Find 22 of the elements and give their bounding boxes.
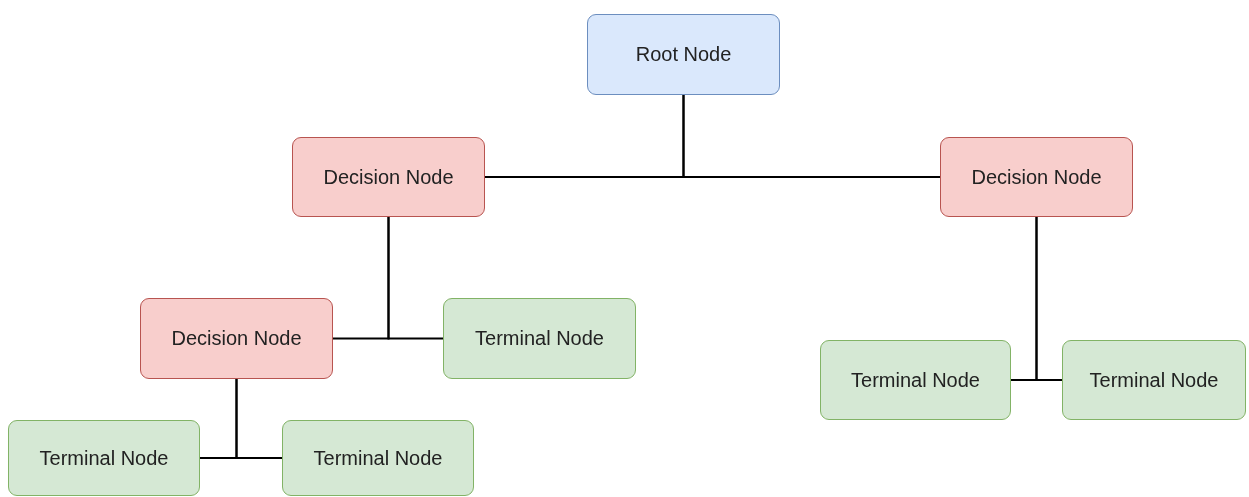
decision-node	[292, 137, 485, 217]
terminal-node	[1062, 340, 1246, 420]
node-label: Terminal Node	[475, 327, 604, 350]
connector-line	[682, 94, 941, 178]
terminal-node	[282, 420, 474, 496]
root-node	[587, 14, 780, 95]
decision-node	[940, 137, 1133, 217]
connector-line	[387, 216, 444, 340]
terminal-node	[443, 298, 636, 379]
connector-line	[1035, 216, 1063, 381]
node-label: Decision Node	[971, 165, 1102, 189]
node-label: Terminal Node	[313, 446, 443, 470]
terminal-node	[820, 340, 1011, 420]
node-label: Terminal Node	[1089, 368, 1219, 392]
decision-node	[140, 298, 333, 379]
node-label: Terminal Node	[851, 368, 980, 392]
node-label: Root Node	[635, 43, 732, 66]
node-label: Decision Node	[323, 165, 454, 189]
connector-line	[235, 378, 283, 459]
node-label: Terminal Node	[39, 446, 169, 470]
node-label: Decision Node	[171, 327, 302, 350]
terminal-node	[8, 420, 200, 496]
